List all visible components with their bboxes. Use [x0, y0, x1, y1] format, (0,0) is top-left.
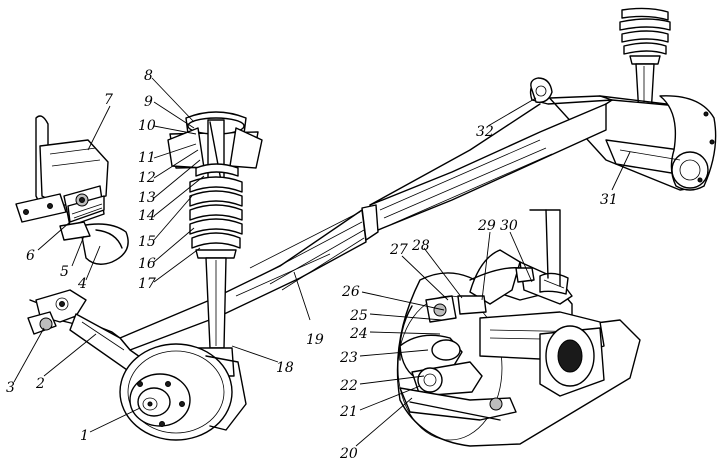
callout-10: 10 [138, 118, 156, 134]
callout-9: 9 [144, 94, 153, 110]
callout-1: 1 [80, 428, 89, 444]
body-mount-inset [15, 115, 129, 265]
callout-23: 23 [339, 350, 358, 366]
callout-4: 4 [77, 276, 87, 292]
left-brake-drum [119, 343, 247, 441]
callout-31: 31 [600, 192, 618, 208]
right-trailing-arm [369, 77, 717, 231]
callout-6: 6 [26, 248, 35, 264]
callout-26: 26 [341, 284, 360, 300]
callout-27: 27 [389, 242, 408, 258]
right-brake-assembly [396, 209, 641, 447]
callout-12: 12 [138, 170, 156, 186]
callout-30: 30 [500, 218, 518, 234]
callout-20: 20 [339, 446, 358, 461]
callout-7: 7 [104, 92, 113, 108]
callout-2: 2 [35, 376, 45, 392]
callout-11: 11 [138, 150, 156, 166]
callout-16: 16 [138, 256, 156, 272]
callout-labels: 1 2 3 4 5 6 7 8 9 10 11 12 13 14 15 16 1… [6, 68, 618, 461]
leader-lines [13, 77, 631, 447]
callout-25: 25 [349, 308, 368, 324]
callout-17: 17 [138, 276, 156, 292]
left-strut-spring [167, 111, 263, 378]
left-trailing-arm [27, 289, 151, 373]
callout-28: 28 [411, 238, 430, 254]
callout-5: 5 [60, 264, 69, 280]
callout-14: 14 [138, 208, 156, 224]
callout-21: 21 [339, 404, 358, 420]
callout-32: 32 [476, 124, 494, 140]
callout-13: 13 [138, 190, 156, 206]
callout-22: 22 [339, 378, 358, 394]
callout-3: 3 [6, 380, 15, 396]
callout-24: 24 [349, 326, 368, 342]
callout-8: 8 [144, 68, 153, 84]
callout-15: 15 [138, 234, 156, 250]
callout-18: 18 [276, 360, 294, 376]
callout-19: 19 [306, 332, 324, 348]
callout-29: 29 [477, 218, 496, 234]
